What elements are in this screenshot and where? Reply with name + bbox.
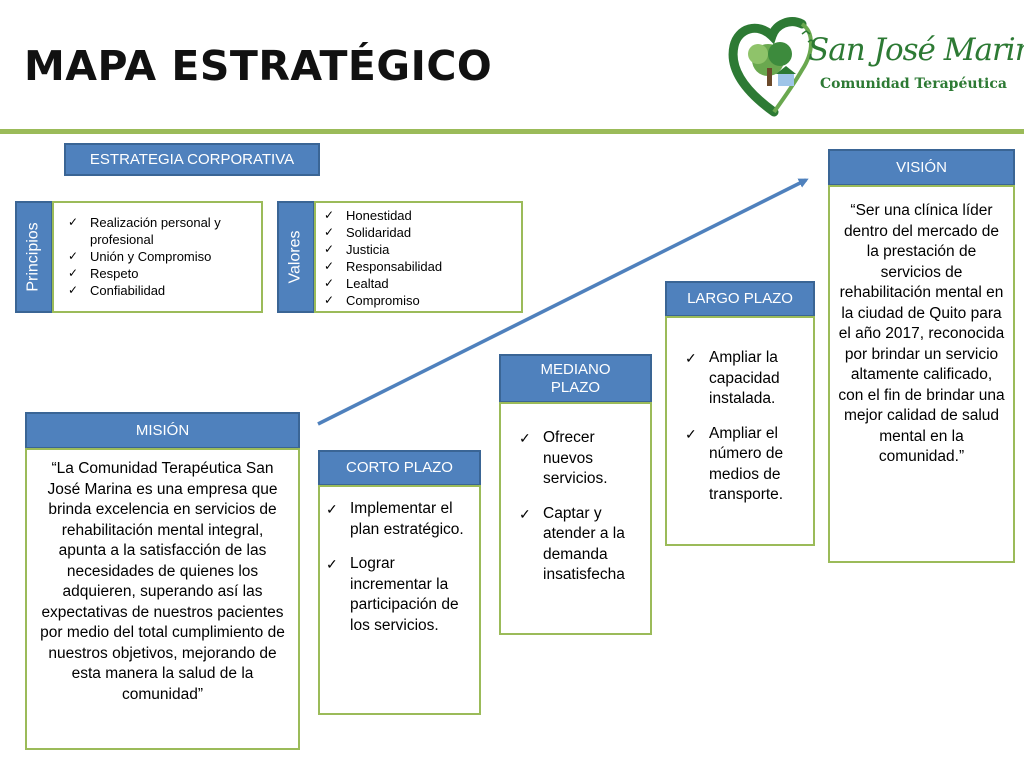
mediano-plazo-header: MEDIANO PLAZO (499, 354, 652, 403)
valores-side-label: Valores (277, 201, 315, 313)
corto-plazo-list: Implementar el plan estratégico. Lograr … (320, 499, 475, 636)
list-item: Solidaridad (316, 224, 517, 241)
list-item: Implementar el plan estratégico. (320, 499, 475, 540)
corto-plazo-label: CORTO PLAZO (346, 459, 453, 476)
vision-text: “Ser una clínica líder dentro del mercad… (838, 202, 1005, 465)
principios-list: Realización personal y profesional Unión… (60, 214, 257, 299)
list-item: Lograr incrementar la participación de l… (320, 554, 475, 636)
list-item: Unión y Compromiso (60, 248, 257, 265)
principios-label: Principios (25, 222, 43, 292)
mediano-plazo-box: Ofrecer nuevos servicios. Captar y atend… (499, 402, 652, 635)
vision-header: VISIÓN (828, 149, 1015, 186)
valores-box: Honestidad Solidaridad Justicia Responsa… (314, 201, 523, 313)
heart-tree-logo-icon (728, 17, 815, 117)
mision-label: MISIÓN (135, 421, 190, 439)
list-item: Ofrecer nuevos servicios. (513, 428, 648, 490)
list-item: Captar y atender a la demanda insatisfec… (513, 504, 648, 586)
corto-plazo-box: Implementar el plan estratégico. Lograr … (318, 485, 481, 715)
largo-plazo-label: LARGO PLAZO (687, 290, 793, 307)
estrategia-corporativa-header: ESTRATEGIA CORPORATIVA (64, 143, 320, 176)
mision-text: “La Comunidad Terapéutica San José Marin… (40, 460, 285, 703)
mision-box: “La Comunidad Terapéutica San José Marin… (25, 448, 300, 750)
valores-label: Valores (287, 230, 304, 284)
estrategia-corporativa-label: ESTRATEGIA CORPORATIVA (89, 150, 295, 168)
list-item: Lealtad (316, 275, 517, 292)
list-item: Justicia (316, 241, 517, 258)
valores-list: Honestidad Solidaridad Justicia Responsa… (316, 207, 517, 309)
list-item: Ampliar la capacidad instalada. (679, 348, 809, 410)
largo-plazo-list: Ampliar la capacidad instalada. Ampliar … (679, 348, 809, 506)
list-item: Confiabilidad (60, 282, 257, 299)
principios-side-label: Principios (15, 201, 53, 313)
corto-plazo-header: CORTO PLAZO (318, 450, 481, 486)
vision-label: VISIÓN (896, 158, 947, 176)
list-item: Realización personal y profesional (60, 214, 257, 248)
principios-box: Realización personal y profesional Unión… (52, 201, 263, 313)
mision-header: MISIÓN (25, 412, 300, 449)
list-item: Ampliar el número de medios de transport… (679, 424, 809, 506)
logo: San José Marina Comunidad Terapéutica (728, 14, 1024, 122)
largo-plazo-header: LARGO PLAZO (665, 281, 815, 317)
mediano-plazo-label: MEDIANO PLAZO (540, 360, 611, 396)
list-item: Respeto (60, 265, 257, 282)
vision-box: “Ser una clínica líder dentro del mercad… (828, 185, 1015, 563)
logo-name: San José Marina (808, 32, 1024, 68)
page-title: MAPA ESTRATÉGICO (24, 42, 493, 90)
logo-subtitle: Comunidad Terapéutica (820, 76, 1007, 92)
mediano-plazo-list: Ofrecer nuevos servicios. Captar y atend… (513, 428, 648, 586)
list-item: Compromiso (316, 292, 517, 309)
largo-plazo-box: Ampliar la capacidad instalada. Ampliar … (665, 316, 815, 546)
list-item: Honestidad (316, 207, 517, 224)
title-divider (0, 129, 1024, 134)
list-item: Responsabilidad (316, 258, 517, 275)
